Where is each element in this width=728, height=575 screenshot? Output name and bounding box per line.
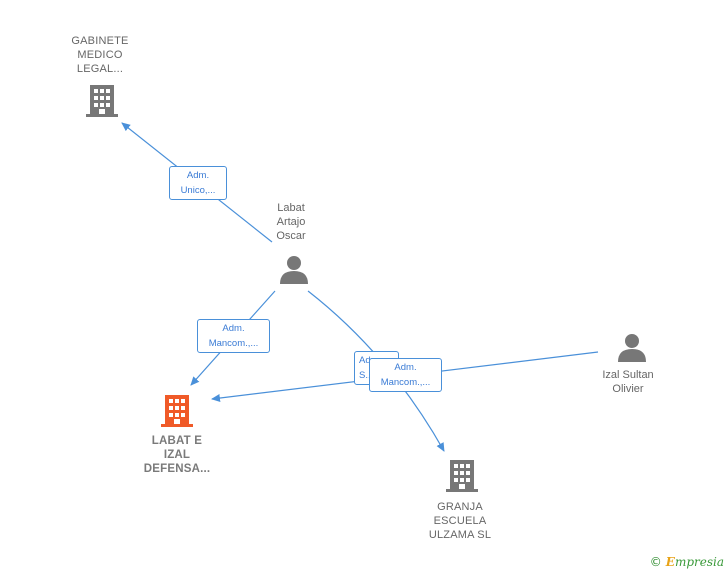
edge-label-oscar-labat-izal[interactable]: Adm. Mancom.,... xyxy=(197,319,270,353)
copyright-icon: © xyxy=(649,555,662,569)
building-icon-highlighted[interactable] xyxy=(161,394,193,428)
node-label-labat-oscar[interactable]: Labat Artajo Oscar xyxy=(276,202,306,242)
node-label-labat-izal[interactable]: LABAT E IZAL DEFENSA... xyxy=(143,435,211,475)
building-icon[interactable] xyxy=(446,459,478,493)
node-label-izal-olivier[interactable]: Izal Sultan Olivier xyxy=(602,369,654,395)
person-icon[interactable] xyxy=(616,332,648,362)
brand-name: mpresia xyxy=(674,555,724,569)
building-icon[interactable] xyxy=(86,84,118,118)
edge-label-oscar-gabinete[interactable]: Adm. Unico,... xyxy=(169,166,227,200)
node-label-gabinete[interactable]: GABINETE MEDICO LEGAL... xyxy=(71,35,129,75)
edge-label-olivier-labat-izal[interactable]: Adm. Mancom.,... xyxy=(369,358,442,392)
node-label-granja[interactable]: GRANJA ESCUELA ULZAMA SL xyxy=(428,501,492,541)
footer-brand: ©Empresia xyxy=(650,555,724,569)
brand-logo-letter: E xyxy=(665,555,675,569)
person-icon[interactable] xyxy=(278,254,310,284)
